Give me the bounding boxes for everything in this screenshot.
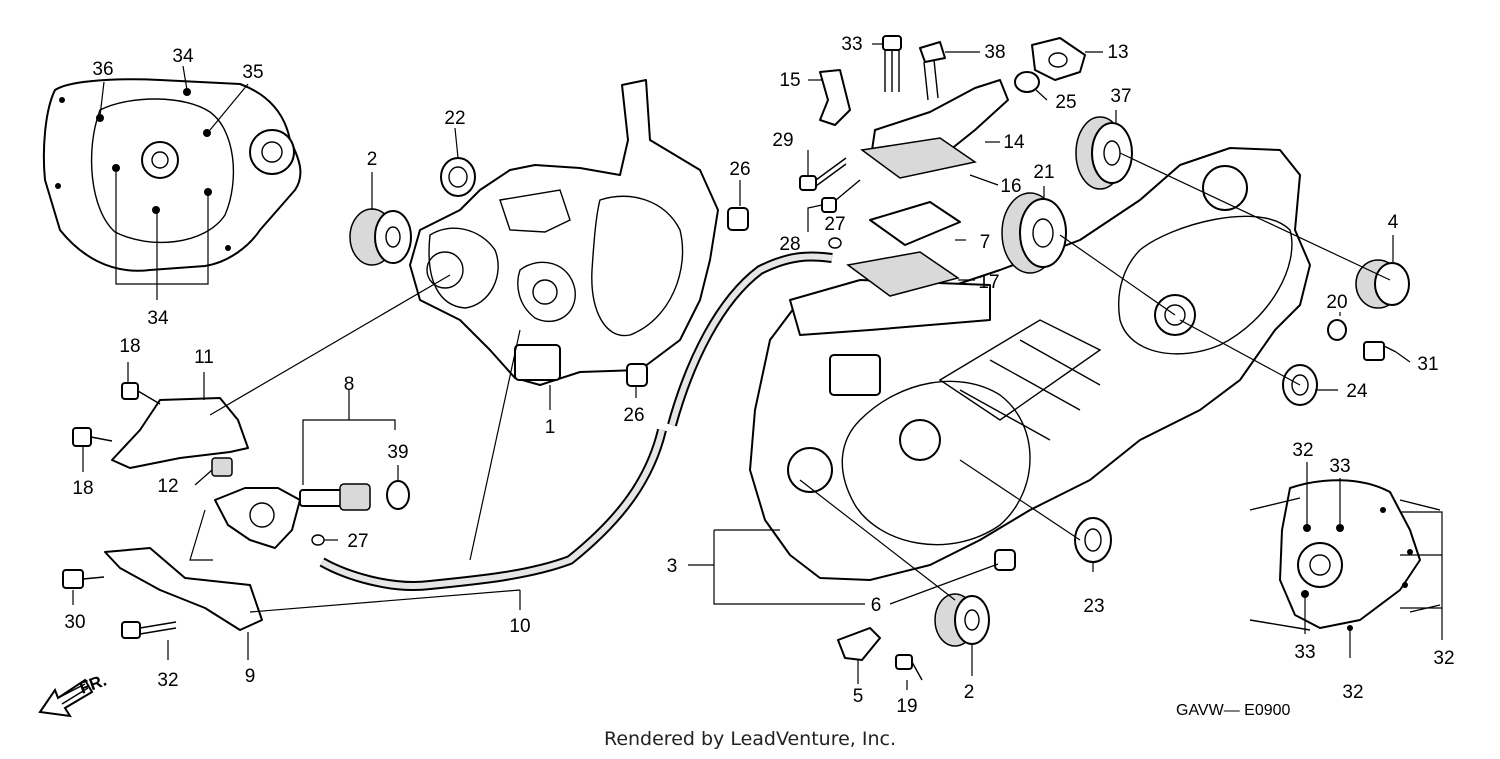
cable-guide-11 [111,397,249,469]
callout-21: 21 [1033,162,1054,183]
callout-6: 6 [871,595,882,616]
callout-4: 4 [1388,212,1399,233]
bolt-18-upper [121,382,161,405]
callout-2: 2 [367,149,378,170]
leader-lines [72,43,1443,690]
clip-27-lower [311,534,325,546]
front-arrow-icon [38,678,94,718]
callout-33: 33 [1294,642,1315,663]
callout-9: 9 [245,666,256,687]
reed-valve-7 [869,201,961,246]
right-crankcase [749,147,1311,581]
callout-16: 16 [1000,176,1021,197]
screw-38 [919,41,946,101]
bolt-31 [1363,341,1397,361]
bolt-29 [799,157,847,191]
oil-hose-upper-inner [669,253,833,426]
crankcase-cover-right [1249,479,1441,631]
clamp-15 [819,69,851,126]
callout-32: 32 [157,670,178,691]
callout-26: 26 [623,405,644,426]
bolt-33-top [882,35,902,92]
callout-3: 3 [667,556,678,577]
callout-34: 34 [147,308,169,329]
left-crankcase [409,79,719,386]
bearing-4 [1355,259,1410,309]
callout-26: 26 [729,159,750,180]
callout-27: 27 [824,214,845,235]
dowel-pin-6 [994,549,1016,571]
bolt-32-left [121,621,177,639]
crankcase-cover-left [42,78,302,272]
callout-14: 14 [1003,132,1025,153]
callout-29: 29 [772,130,793,151]
callout-22: 22 [444,108,465,129]
gasket-17 [846,251,960,297]
callout-8: 8 [344,374,355,395]
callout-23: 23 [1083,596,1104,617]
callout-36: 36 [92,59,113,80]
callout-30: 30 [64,612,85,633]
callout-39: 39 [387,442,408,463]
callout-numbers: 1 2 2 3 4 5 6 7 8 9 10 11 12 13 14 15 16… [64,34,1454,717]
bearing-2-lower [934,593,990,647]
callout-33: 33 [1329,456,1350,477]
bearing-2-upper [349,208,412,266]
callout-15: 15 [779,70,800,91]
direction-label: FR. [77,671,109,698]
callout-12: 12 [157,476,178,497]
callout-18: 18 [72,478,93,499]
callout-27: 27 [347,531,368,552]
grommet-12 [211,457,233,477]
callout-33: 33 [841,34,862,55]
callout-31: 31 [1417,354,1438,375]
callout-5: 5 [853,686,864,707]
callout-32: 32 [1433,648,1454,669]
callout-13: 13 [1107,42,1128,63]
front-direction-indicator: FR. [38,671,109,718]
callout-32: 32 [1342,682,1363,703]
callout-28: 28 [779,234,800,255]
bolt-28 [821,179,861,213]
callout-1: 1 [545,417,556,438]
callout-17: 17 [978,272,999,293]
oil-hose-10 [319,428,667,591]
bolt-18-lower [72,427,113,447]
oil-seal-23 [1074,517,1112,563]
diagram-code: GAVW— E0900 [1176,702,1291,719]
callout-38: 38 [984,42,1005,63]
washer-20 [1327,319,1347,341]
callout-19: 19 [896,696,917,717]
o-ring-39 [386,480,410,510]
callout-25: 25 [1055,92,1076,113]
bracket-9 [104,547,263,631]
oil-pump-8 [214,483,371,549]
footer-credit: Rendered by LeadVenture, Inc. [603,728,897,750]
callout-11: 11 [194,347,214,368]
callout-18: 18 [119,336,140,357]
callout-34: 34 [172,46,194,67]
clip-27-upper [828,237,842,249]
callout-7: 7 [980,232,991,253]
o-ring-25 [1014,71,1040,93]
callout-37: 37 [1110,86,1131,107]
callout-10: 10 [509,616,530,637]
bearing-21 [1001,192,1067,274]
plate-5 [837,627,881,661]
dowel-pin-26-lower [626,363,648,387]
oil-seal-22 [440,157,476,197]
bolt-30 [62,569,105,589]
callout-35: 35 [242,62,263,83]
bearing-37 [1075,116,1133,190]
callout-32: 32 [1292,440,1313,461]
screw-19 [895,654,923,681]
oil-hose-10-inner [320,429,665,589]
flange-13 [1031,37,1086,81]
dowel-pin-26-upper [727,207,749,231]
gasket-16 [860,137,977,179]
callout-24: 24 [1346,381,1368,402]
callout-2: 2 [964,682,975,703]
callout-20: 20 [1326,292,1347,313]
